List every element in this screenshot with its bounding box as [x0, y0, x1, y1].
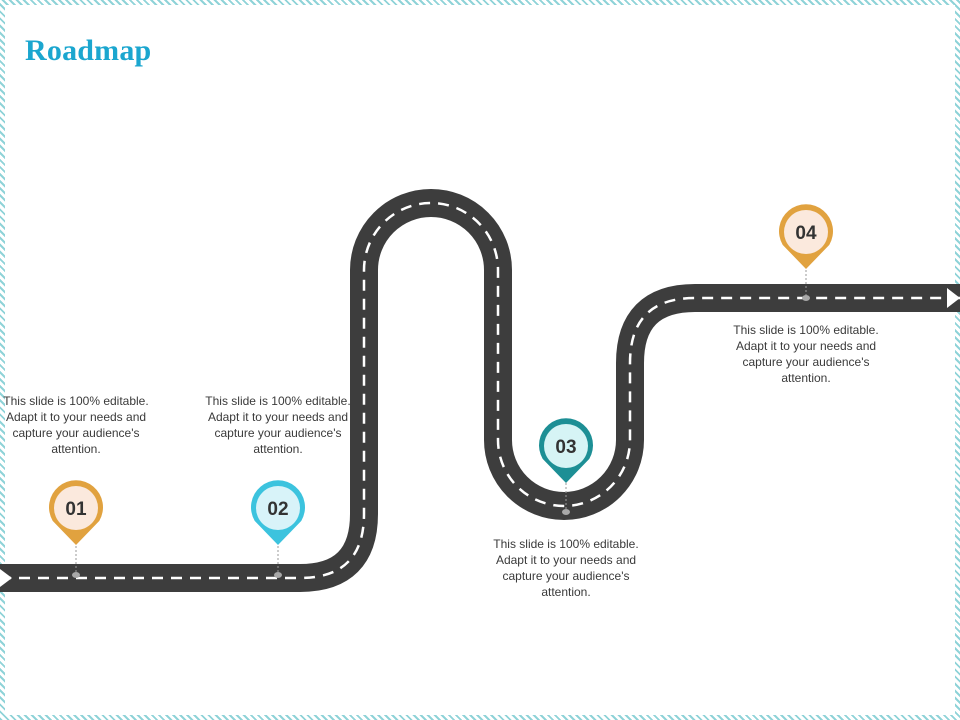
- road-center-line: [0, 201, 960, 580]
- milestone-number: 04: [795, 223, 817, 244]
- milestone-02-marker: 02: [251, 480, 305, 578]
- milestone-03-description: This slide is 100% editable. Adapt it to…: [493, 537, 639, 599]
- milestone-02-description: This slide is 100% editable. Adapt it to…: [205, 394, 351, 456]
- milestone-number: 03: [555, 437, 576, 458]
- page-title: Roadmap: [25, 34, 152, 67]
- milestone-number: 02: [267, 499, 288, 520]
- milestone-03-marker: 03: [539, 418, 593, 515]
- milestone-01-marker: 01: [49, 480, 103, 578]
- milestone-04-marker: 04: [779, 204, 833, 301]
- road-end-arrow: [947, 288, 960, 308]
- milestone-04-description: This slide is 100% editable. Adapt it to…: [733, 323, 879, 385]
- road-start-arrow: [0, 569, 12, 587]
- road: [0, 189, 960, 592]
- milestone-01-description: This slide is 100% editable. Adapt it to…: [3, 394, 149, 456]
- milestone-number: 01: [65, 499, 87, 520]
